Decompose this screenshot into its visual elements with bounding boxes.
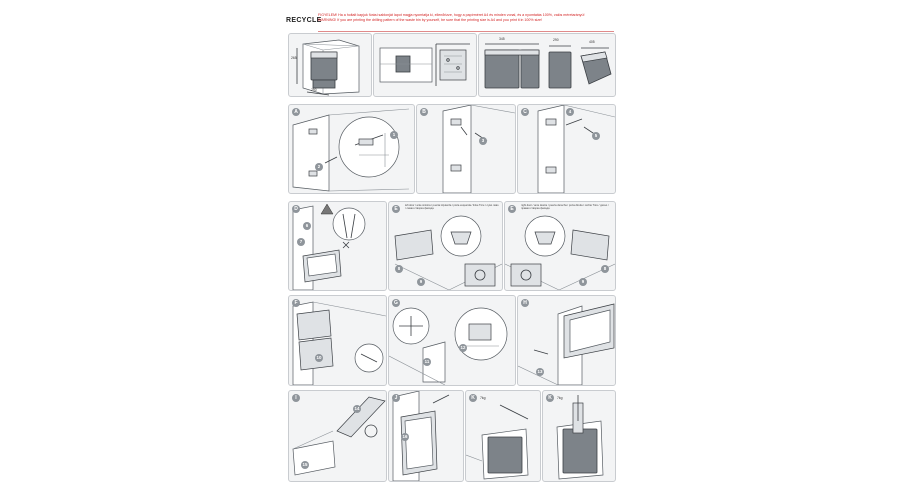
door-note: right door / ante destra / puerta derech… xyxy=(521,204,609,211)
panel-step-k-small: K 7kg xyxy=(465,390,541,482)
step-c-illustration xyxy=(537,105,615,193)
step-number: 2 xyxy=(315,163,323,171)
step-letter: K xyxy=(546,394,554,402)
dim-height: 265 xyxy=(291,56,297,60)
panel-step-k-tall: K 7kg xyxy=(542,390,616,482)
step-number: 14 xyxy=(353,405,361,413)
step-letter: C xyxy=(521,108,529,116)
step-number: 8 xyxy=(601,265,609,273)
step-number: 10 xyxy=(315,354,323,362)
step-letter: I xyxy=(292,394,300,402)
step-e-left-illustration xyxy=(394,215,502,290)
step-letter: K xyxy=(469,394,477,402)
step-d-illustration xyxy=(292,203,366,290)
step-f-illustration xyxy=(292,301,386,385)
step-number: 7 xyxy=(297,238,305,246)
step-letter: J xyxy=(392,394,400,402)
step-number: 5 xyxy=(592,132,600,140)
step-number: 3 xyxy=(479,137,487,145)
dim-bin-width: 345 xyxy=(499,37,505,41)
cabinet-bin-illustration xyxy=(296,39,360,96)
panel-step-a: A 1 2 xyxy=(288,104,415,194)
panel-step-e-right: E right door / ante destra / puerta dere… xyxy=(504,201,616,291)
step-j-illustration xyxy=(392,391,450,481)
step-number: 8 xyxy=(395,265,403,273)
panel-step-c: C 4 5 xyxy=(517,104,616,194)
bin-dimensions-illustration xyxy=(484,43,612,89)
step-letter: G xyxy=(392,299,400,307)
panel-step-d: D 6 7 xyxy=(288,201,387,291)
max-load: 7kg xyxy=(557,396,563,400)
step-number: 4 xyxy=(566,108,574,116)
sheet-header: RECYCLE FIGYELEM! Ha a holtalt kapjuk fú… xyxy=(282,10,618,32)
panel-overview-bins: 345 290 405 xyxy=(478,33,616,97)
step-a-illustration xyxy=(292,108,410,192)
panel-overview-cabinet: 265 290 xyxy=(288,33,372,97)
step-number: 9 xyxy=(579,278,587,286)
print-warning: FIGYELEM! Ha a holtalt kapjuk fúrási sab… xyxy=(318,13,614,22)
panel-step-f: F 10 xyxy=(288,295,387,386)
warning-hungarian: FIGYELEM! Ha a holtalt kapjuk fúrási sab… xyxy=(318,13,585,17)
step-letter: A xyxy=(292,108,300,116)
panel-step-j: J 16 xyxy=(388,390,464,482)
panel-step-i: I 14 15 xyxy=(288,390,387,482)
panel-step-e-left: E left door / ante sinistra / puerta izq… xyxy=(388,201,503,291)
step-letter: D xyxy=(292,205,300,213)
step-number: 13 xyxy=(536,368,544,376)
warning-english: WARNING! If you are printing the drillin… xyxy=(318,17,542,22)
step-letter: B xyxy=(420,108,428,116)
step-number: 9 xyxy=(417,278,425,286)
step-number: 15 xyxy=(301,461,309,469)
step-h-illustration xyxy=(518,303,615,385)
max-load: 7kg xyxy=(480,396,486,400)
sheet-title: RECYCLE xyxy=(286,17,322,24)
panel-step-g: G 11 12 xyxy=(388,295,516,386)
step-letter: E xyxy=(392,205,400,213)
step-number: 11 xyxy=(423,358,431,366)
door-note: left door / ante sinistra / puerta izqui… xyxy=(405,204,499,211)
header-divider xyxy=(318,31,614,32)
drilling-pattern-illustration xyxy=(379,43,470,86)
step-number: 16 xyxy=(401,433,409,441)
step-number: 6 xyxy=(303,222,311,230)
panel-overview-drilling xyxy=(373,33,477,97)
dim-bin-length: 405 xyxy=(589,40,595,44)
panel-step-h: H 13 xyxy=(517,295,616,386)
dim-bin-depth: 290 xyxy=(553,38,559,42)
panel-step-b: B 3 xyxy=(416,104,516,194)
step-b-illustration xyxy=(442,105,515,193)
step-letter: E xyxy=(508,205,516,213)
step-letter: F xyxy=(292,299,300,307)
step-number: 1 xyxy=(390,131,398,139)
dim-width: 290 xyxy=(311,88,317,92)
step-number: 12 xyxy=(459,344,467,352)
step-letter: H xyxy=(521,299,529,307)
step-g-illustration xyxy=(389,307,508,385)
step-k-tall-illustration xyxy=(556,395,604,480)
step-e-right-illustration xyxy=(505,215,615,290)
step-k-small-illustration xyxy=(466,404,529,480)
